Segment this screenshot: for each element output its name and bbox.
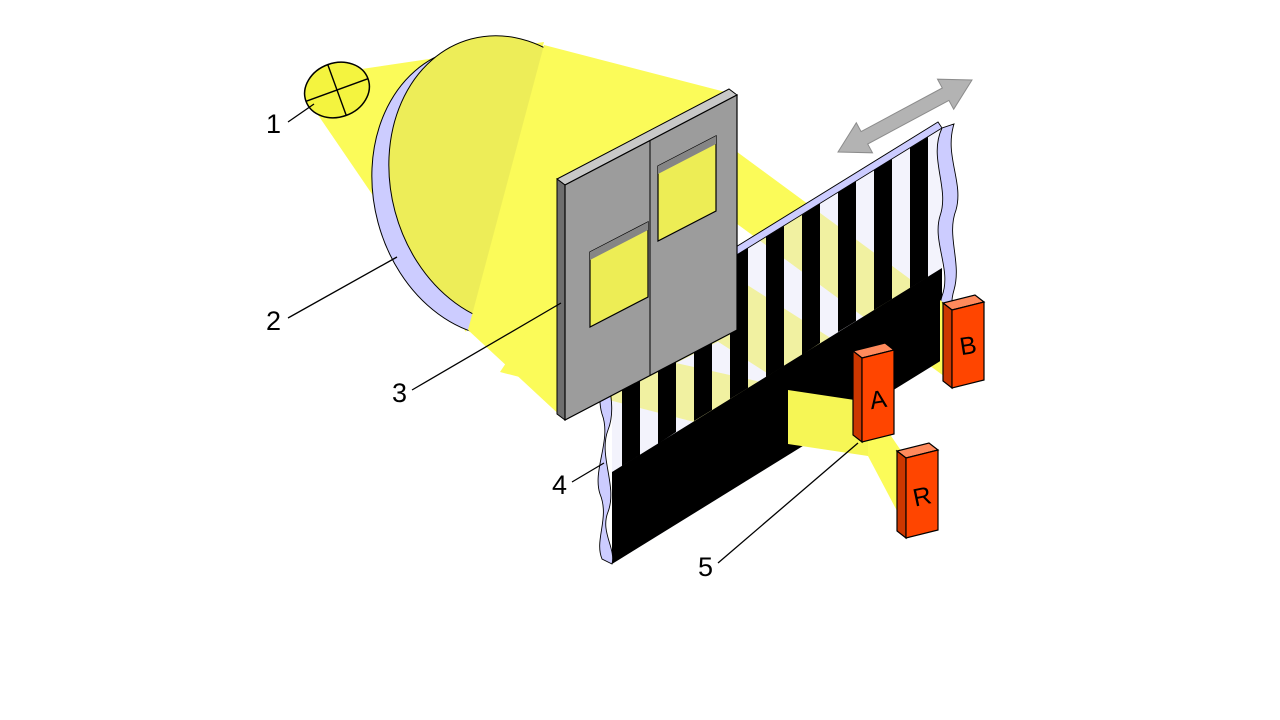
stripe-bar [874, 159, 892, 310]
detector-b-front [951, 301, 985, 389]
detector-a-label: A [868, 385, 889, 415]
light-bulb [303, 61, 371, 119]
detector-b: B [941, 294, 986, 390]
callout-mask: 3 [392, 378, 407, 408]
detector-r-side [896, 449, 907, 540]
reference-window [788, 390, 868, 456]
detector-r: R [895, 442, 940, 540]
detector-b-side [942, 301, 953, 390]
mask-plate [556, 88, 738, 421]
stripe-bar [766, 226, 784, 377]
mask-window-b-depth [658, 136, 716, 174]
detector-r-front [905, 449, 939, 539]
mask-left-face [556, 178, 566, 421]
detector-a-side [852, 349, 863, 444]
detector-a-front [861, 349, 895, 443]
callout-lens: 2 [266, 306, 281, 336]
mask-window-a-depth [590, 222, 648, 260]
leader-line-5 [717, 442, 859, 564]
callout-code-strip: 4 [552, 470, 567, 500]
detector-b-label: B [958, 331, 979, 361]
detector-a: A [851, 342, 896, 444]
stripe-bar [838, 181, 856, 332]
callout-light-source: 1 [266, 109, 281, 139]
bulb-filament-icon [327, 64, 347, 116]
leader-line-4 [571, 462, 605, 483]
leader-line-2 [287, 256, 398, 319]
callout-photodetector: 5 [698, 552, 713, 582]
reference-track [612, 268, 942, 564]
leader-line-3 [411, 302, 562, 391]
motion-arrow-icon [837, 78, 973, 154]
leader-line-1 [287, 103, 315, 123]
stripe-bar [802, 203, 820, 355]
stripe-bar [910, 137, 928, 288]
detector-r-label: R [910, 481, 933, 512]
